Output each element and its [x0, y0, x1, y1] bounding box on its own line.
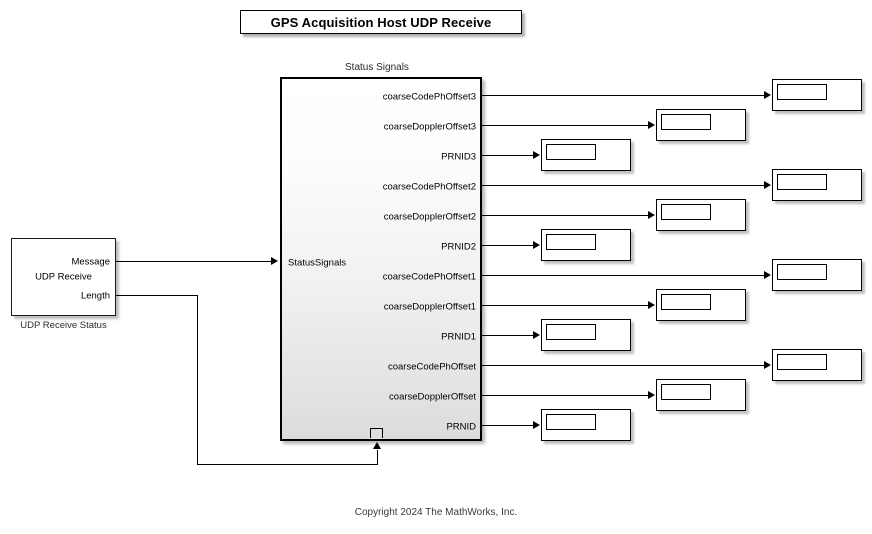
- display-block-coarsedoppleroffset1[interactable]: [656, 289, 746, 321]
- display-block-prnid3[interactable]: [541, 139, 631, 171]
- signal-arrow-coarsedoppleroffset1: [648, 301, 655, 309]
- signal-line-prnid: [482, 425, 534, 426]
- signal-arrow-coarsecodephoffset2: [764, 181, 771, 189]
- subsystem-output-port-coarsedoppleroffset3: coarseDopplerOffset3: [383, 121, 476, 133]
- display-block-coarsecodephoffset2[interactable]: [772, 169, 862, 201]
- subsystem-output-port-coarsecodephoffset: coarseCodePhOffset: [387, 361, 476, 373]
- display-block-prnid1[interactable]: [541, 319, 631, 351]
- signal-line-length-segment4: [377, 450, 378, 465]
- display-value-field: [661, 204, 711, 220]
- signal-line-coarsedoppleroffset2: [482, 215, 649, 216]
- signal-arrow-prnid: [533, 421, 540, 429]
- signal-arrow-coarsedoppleroffset2: [648, 211, 655, 219]
- udp-receive-block[interactable]: Message UDP Receive Length: [11, 238, 116, 316]
- display-block-coarsecodephoffset3[interactable]: [772, 79, 862, 111]
- display-block-prnid2[interactable]: [541, 229, 631, 261]
- display-value-field: [777, 84, 827, 100]
- signal-line-coarsedoppleroffset3: [482, 125, 649, 126]
- signal-line-length-segment3: [197, 464, 378, 465]
- display-block-prnid[interactable]: [541, 409, 631, 441]
- copyright-annotation: Copyright 2024 The MathWorks, Inc.: [354, 507, 518, 518]
- display-value-field: [661, 384, 711, 400]
- display-value-field: [777, 354, 827, 370]
- display-value-field: [661, 294, 711, 310]
- display-block-coarsecodephoffset[interactable]: [772, 349, 862, 381]
- subsystem-output-port-coarsedoppleroffset2: coarseDopplerOffset2: [383, 211, 476, 223]
- subsystem-output-port-coarsedoppleroffset: coarseDopplerOffset: [389, 391, 476, 403]
- signal-line-coarsedoppleroffset1: [482, 305, 649, 306]
- signal-line-coarsecodephoffset3: [482, 95, 765, 96]
- signal-line-coarsecodephoffset2: [482, 185, 765, 186]
- signal-arrow-coarsecodephoffset: [764, 361, 771, 369]
- display-value-field: [777, 174, 827, 190]
- signal-line-prnid2: [482, 245, 534, 246]
- signal-arrow-prnid1: [533, 331, 540, 339]
- display-value-field: [777, 264, 827, 280]
- model-title-annotation: GPS Acquisition Host UDP Receive: [240, 10, 522, 34]
- signal-line-length-segment2: [197, 295, 198, 465]
- display-value-field: [546, 414, 596, 430]
- signal-arrow-coarsecodephoffset3: [764, 91, 771, 99]
- display-value-field: [546, 234, 596, 250]
- status-signals-annotation: Status Signals: [345, 62, 409, 73]
- udp-receive-block-label: UDP Receive: [35, 271, 92, 283]
- subsystem-output-port-coarsecodephoffset1: coarseCodePhOffset1: [382, 271, 476, 283]
- display-value-field: [546, 324, 596, 340]
- subsystem-output-port-prnid: PRNID: [446, 421, 476, 433]
- status-signals-subsystem-block[interactable]: StatusSignals coarseCodePhOffset3 coarse…: [280, 77, 482, 441]
- udp-receive-block-caption: UDP Receive Status: [20, 320, 107, 331]
- udp-output-port-message: Message: [71, 256, 110, 268]
- subsystem-output-port-coarsedoppleroffset1: coarseDopplerOffset1: [383, 301, 476, 313]
- signal-line-coarsecodephoffset: [482, 365, 765, 366]
- signal-line-prnid3: [482, 155, 534, 156]
- subsystem-input-port-statussignals: StatusSignals: [288, 257, 347, 269]
- signal-arrow-prnid2: [533, 241, 540, 249]
- signal-arrow-coarsedoppleroffset3: [648, 121, 655, 129]
- signal-arrow-statussignals-input: [271, 257, 278, 265]
- signal-line-prnid1: [482, 335, 534, 336]
- display-block-coarsedoppleroffset[interactable]: [656, 379, 746, 411]
- display-block-coarsedoppleroffset3[interactable]: [656, 109, 746, 141]
- signal-arrow-prnid3: [533, 151, 540, 159]
- signal-line-message-to-statussignals: [116, 261, 272, 262]
- signal-arrow-trigger-input: [373, 442, 381, 449]
- page-title: GPS Acquisition Host UDP Receive: [270, 14, 492, 30]
- rising-edge-trigger-icon: [370, 428, 383, 438]
- signal-arrow-coarsecodephoffset1: [764, 271, 771, 279]
- subsystem-output-port-prnid3: PRNID3: [441, 151, 476, 163]
- display-block-coarsedoppleroffset2[interactable]: [656, 199, 746, 231]
- signal-line-length-segment1: [116, 295, 198, 296]
- subsystem-output-port-prnid2: PRNID2: [441, 241, 476, 253]
- display-value-field: [546, 144, 596, 160]
- display-block-coarsecodephoffset1[interactable]: [772, 259, 862, 291]
- subsystem-output-port-prnid1: PRNID1: [441, 331, 476, 343]
- udp-output-port-length: Length: [80, 290, 110, 302]
- signal-arrow-coarsedoppleroffset: [648, 391, 655, 399]
- subsystem-output-port-coarsecodephoffset2: coarseCodePhOffset2: [382, 181, 476, 193]
- signal-line-coarsecodephoffset1: [482, 275, 765, 276]
- subsystem-output-port-coarsecodephoffset3: coarseCodePhOffset3: [382, 91, 476, 103]
- display-value-field: [661, 114, 711, 130]
- signal-line-coarsedoppleroffset: [482, 395, 649, 396]
